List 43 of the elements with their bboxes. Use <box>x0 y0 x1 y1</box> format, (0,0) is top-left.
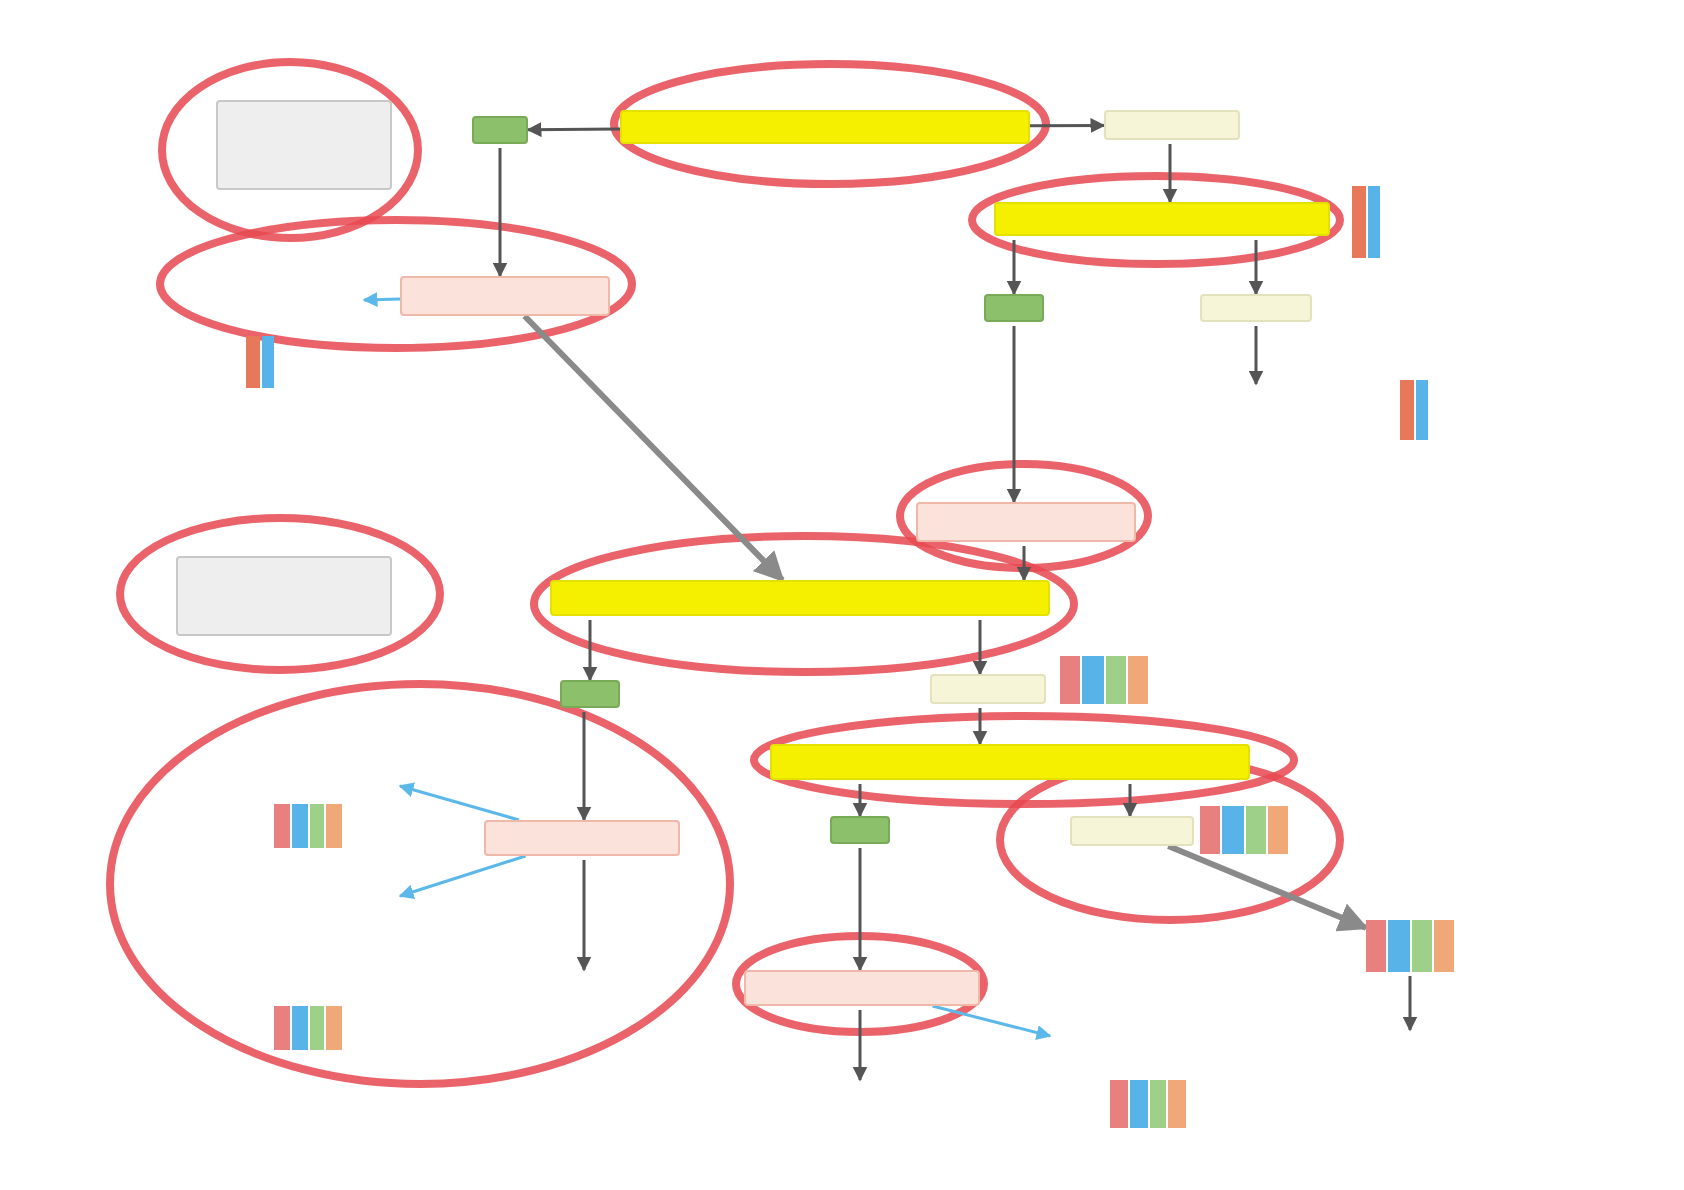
arrow <box>582 620 598 682</box>
arrow <box>972 620 988 676</box>
process-box <box>472 116 528 144</box>
arrow <box>1030 117 1106 133</box>
process-box <box>830 816 890 844</box>
process-box <box>930 674 1046 704</box>
process-box <box>176 556 392 636</box>
process-box <box>620 110 1030 144</box>
arrow <box>852 784 868 818</box>
arrow <box>1167 843 1369 932</box>
arrow <box>852 1010 868 1082</box>
process-box <box>770 744 1250 780</box>
arrow <box>1248 326 1264 386</box>
arrow <box>852 848 868 972</box>
process-box <box>560 680 620 708</box>
arrow <box>1122 784 1138 818</box>
arrow <box>1402 976 1418 1032</box>
arrow <box>1006 240 1022 296</box>
arrow <box>1006 326 1022 504</box>
arrow <box>1248 240 1264 296</box>
arrow <box>522 313 785 583</box>
process-box <box>400 276 610 316</box>
arrow <box>1016 546 1032 582</box>
arrow <box>398 854 526 900</box>
arrow <box>576 860 592 972</box>
process-box <box>550 580 1050 616</box>
arrow <box>362 292 401 308</box>
process-box <box>1070 816 1194 846</box>
process-box <box>984 294 1044 322</box>
process-box <box>216 100 392 190</box>
process-box <box>1200 294 1312 322</box>
process-box <box>744 970 980 1006</box>
arrow <box>972 708 988 746</box>
arrow <box>492 148 508 278</box>
process-box <box>916 502 1136 542</box>
arrow <box>398 782 520 822</box>
process-box <box>484 820 680 856</box>
process-box <box>1104 110 1240 140</box>
arrow <box>576 712 592 822</box>
arrow <box>526 122 620 138</box>
process-box <box>994 202 1330 236</box>
arrow <box>1162 144 1178 204</box>
chromosome-icon <box>1366 920 1454 972</box>
